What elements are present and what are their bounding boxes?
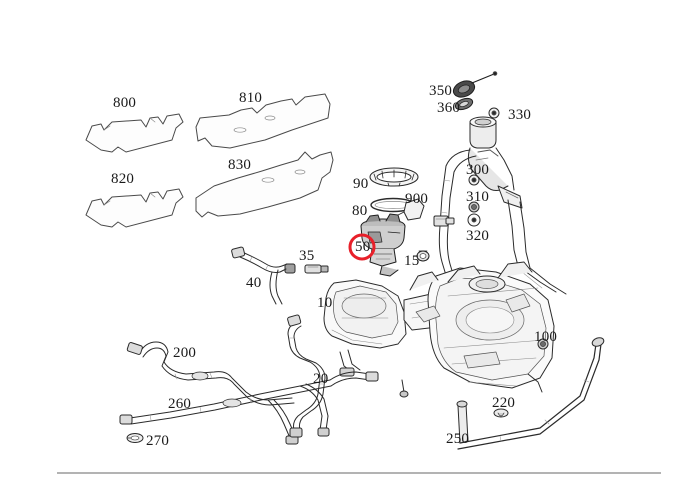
callout-label-820: 820 [111,171,135,187]
callout-label-20: 20 [313,371,329,387]
part-90-locking-ring [369,167,419,187]
part-250-tank-strap [456,337,605,450]
part-15-hose-clamp [416,250,430,262]
part-270-retaining-clip [126,433,144,443]
callout-label-80: 80 [352,203,368,219]
part-35-line-connector [284,263,329,274]
part-40-vent-hose [231,246,288,305]
callout-label-35: 35 [299,248,315,264]
callout-label-40: 40 [246,275,262,291]
callout-label-90: 90 [353,176,369,192]
fastener-icon-330 [488,107,500,119]
callout-label-220: 220 [492,395,516,411]
part-10-fuel-tank [323,261,555,398]
callout-label-810: 810 [239,90,263,106]
callout-label-50: 50 [355,239,371,255]
callout-label-360: 360 [437,100,461,116]
callout-label-260: 260 [168,396,192,412]
part-260-fuel-line-assembly [119,371,379,437]
callout-label-320: 320 [466,228,490,244]
filler-neck-assembly [467,116,567,295]
callout-label-300: 300 [466,162,490,178]
callout-label-800: 800 [113,95,137,111]
callout-label-330: 330 [508,107,532,123]
highlight-ring-part-50 [348,233,376,261]
callout-label-10: 10 [317,295,333,311]
vent-hose-assembly [433,149,477,303]
part-800-heat-shield [85,113,184,153]
callout-label-15: 15 [404,253,420,269]
callout-label-200: 200 [173,345,197,361]
callout-label-350: 350 [429,83,453,99]
callout-label-900: 900 [405,191,429,207]
part-360-seal-ring [454,97,474,111]
part-820-heat-shield [85,188,184,228]
part-830-heat-shield [195,151,334,218]
part-20-fuel-return-line [287,314,326,438]
fastener-icon-320 [467,213,481,227]
part-350-filler-cap [452,71,498,98]
part-810-heat-shield [195,93,331,149]
callout-label-100: 100 [534,329,558,345]
callout-label-310: 310 [466,189,490,205]
callout-label-830: 830 [228,157,252,173]
callout-label-270: 270 [146,433,170,449]
callout-label-250: 250 [446,431,470,447]
part-200-fuel-feed-line [126,341,299,445]
fastener-icon-220 [493,408,509,418]
